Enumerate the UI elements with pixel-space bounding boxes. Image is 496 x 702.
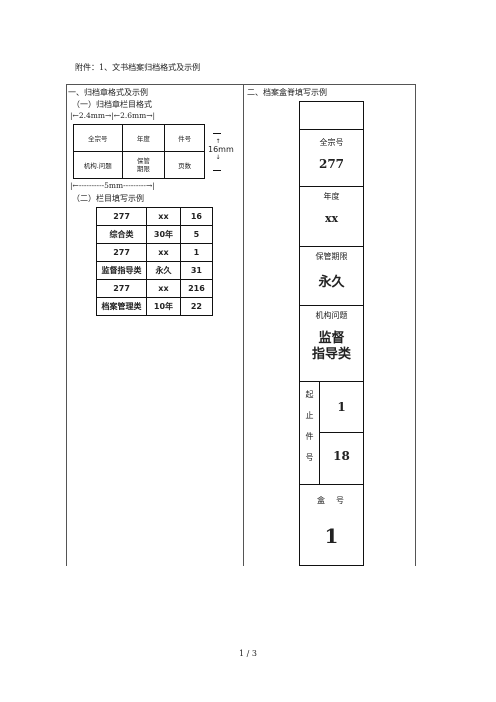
spine-fonds: 全宗号 277: [300, 130, 363, 187]
frame-top-line: [66, 84, 416, 85]
spine-org: 机构问题 监督 指导类: [300, 306, 363, 382]
table-row: 277 xx 1: [95, 243, 214, 262]
table-cell: 277: [95, 279, 148, 298]
table-cell: 5: [179, 225, 214, 244]
attachment-title: 附件：1、文书档案归档格式及示例: [75, 63, 201, 72]
spine-year-value: xx: [324, 212, 339, 225]
frame-middle-line: [243, 84, 244, 566]
left-subtitle-1: （一）归档章栏目格式: [72, 100, 152, 109]
stamp-retention-cell: 保管期限: [121, 151, 166, 179]
spine-range-label: 起 止 件 号: [300, 382, 320, 484]
table-cell: 10年: [146, 297, 181, 316]
table-cell: 监督指导类: [95, 261, 148, 280]
dimension-side: ↑16mm↓: [208, 138, 234, 161]
archive-stamp-fill-example: 277 xx 16 综合类 30年 5 277 xx 1 监督指导类 永久 31…: [95, 207, 214, 316]
table-cell: 277: [95, 243, 148, 262]
archive-box-spine: 全宗号 277 年度 xx 保管期限 永久 机构问题 监督 指导类 起 止 件 …: [299, 101, 364, 566]
table-cell: 综合类: [95, 225, 148, 244]
spine-retention-value: 永久: [318, 275, 345, 290]
table-cell: 永久: [146, 261, 181, 280]
stamp-item-cell: 件号: [164, 124, 205, 152]
spine-box-number: 盒 号 1: [300, 485, 363, 565]
spine-range-start: 1: [320, 382, 363, 433]
table-cell: 277: [95, 207, 148, 226]
left-section-title: 一、归档章格式及示例: [68, 88, 148, 97]
dimension-row-bottom: |←----------5mm---------→|: [70, 181, 155, 190]
spine-top-blank: [300, 102, 363, 130]
table-cell: 22: [179, 297, 214, 316]
table-row: 监督指导类 永久 31: [95, 261, 214, 280]
spine-box-label: 盒 号: [316, 496, 347, 505]
spine-box-value: 1: [324, 524, 339, 548]
spine-org-value: 监督 指导类: [311, 331, 351, 362]
stamp-fonds-cell: 全宗号: [73, 124, 123, 152]
stamp-org-cell: 机构.问题: [73, 151, 123, 179]
archive-stamp-format: 全宗号 年度 件号 机构.问题 保管期限 页数: [73, 124, 205, 179]
spine-fonds-label: 全宗号: [319, 138, 344, 147]
frame-left-line: [66, 84, 67, 566]
page-number: 1 / 3: [239, 649, 257, 658]
table-row: 档案管理类 10年 22: [95, 297, 214, 316]
dimension-row-top: |←2.4mm→|←2.6mm→|: [70, 111, 156, 120]
table-cell: xx: [146, 243, 181, 262]
frame-right-line: [415, 84, 416, 566]
table-cell: 31: [179, 261, 214, 280]
table-cell: 16: [179, 207, 214, 226]
table-row: 277 xx 216: [95, 279, 214, 298]
spine-retention-label: 保管期限: [315, 252, 348, 261]
spine-org-label: 机构问题: [315, 311, 348, 320]
table-cell: 1: [179, 243, 214, 262]
table-row: 277 xx 16: [95, 207, 214, 226]
dimension-side-top-tick: [213, 133, 221, 134]
right-section-title: 二、档案盒脊填写示例: [247, 88, 327, 97]
table-row: 综合类 30年 5: [95, 225, 214, 244]
spine-range-end: 18: [333, 449, 350, 463]
table-cell: 档案管理类: [95, 297, 148, 316]
spine-year-label: 年度: [323, 192, 340, 201]
spine-year: 年度 xx: [300, 187, 363, 247]
table-cell: xx: [146, 279, 181, 298]
left-subtitle-2: （二）栏目填写示例: [72, 194, 144, 203]
table-cell: 216: [179, 279, 214, 298]
table-cell: 30年: [146, 225, 181, 244]
stamp-year-cell: 年度: [121, 124, 166, 152]
stamp-pages-cell: 页数: [164, 151, 205, 179]
table-cell: xx: [146, 207, 181, 226]
spine-fonds-value: 277: [318, 157, 345, 171]
spine-range: 起 止 件 号 1 18: [300, 382, 363, 485]
spine-retention: 保管期限 永久: [300, 247, 363, 306]
dimension-side-bottom-tick: [213, 170, 221, 171]
